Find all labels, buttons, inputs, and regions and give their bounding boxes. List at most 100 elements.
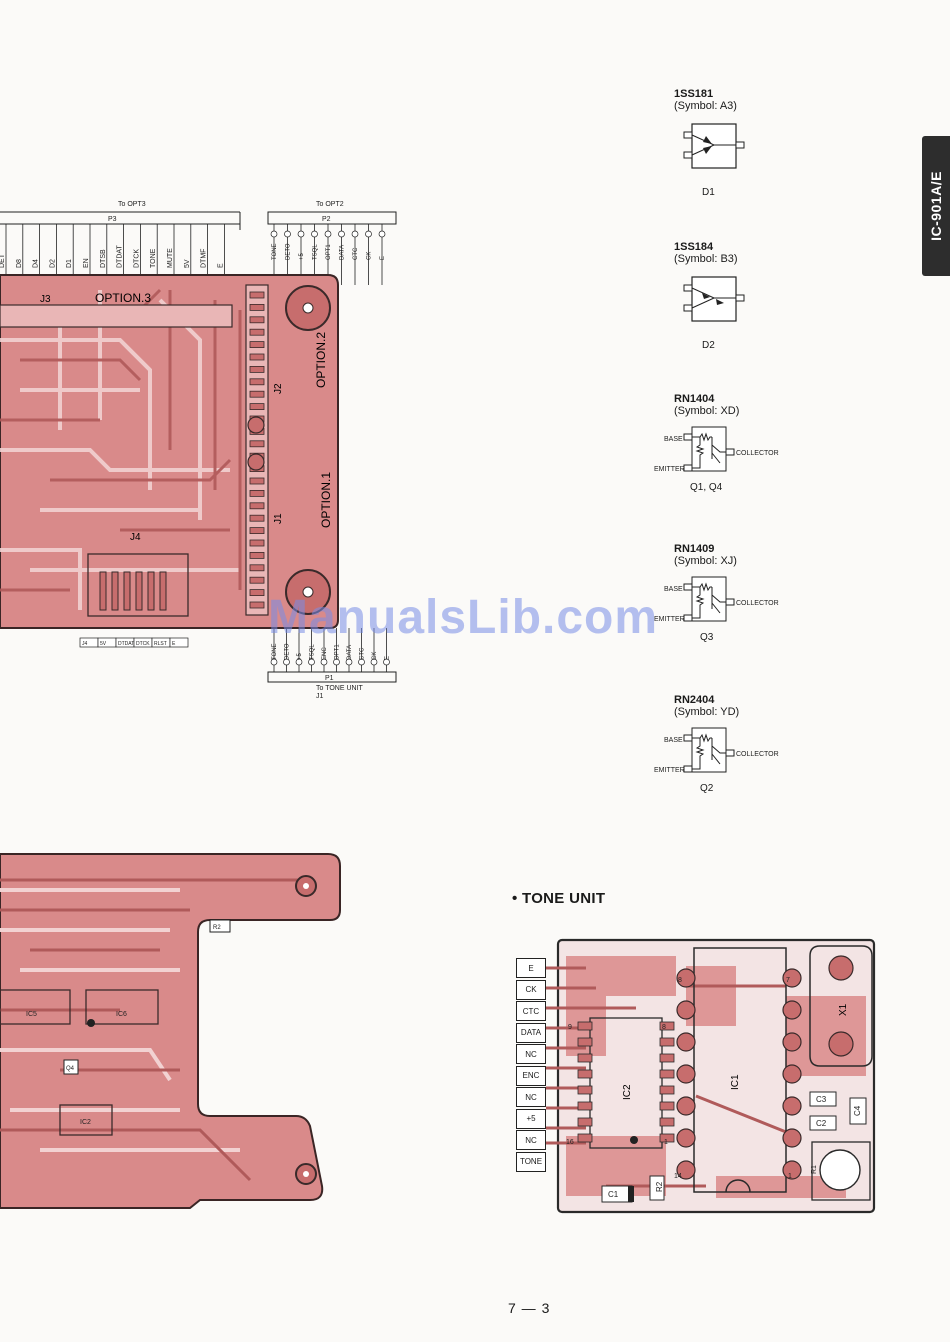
x1-label: X1 bbox=[838, 1003, 849, 1016]
ic2-pin8: 8 bbox=[662, 1024, 666, 1031]
tone-pin-label: DATA bbox=[516, 1022, 546, 1043]
j4-pin-label: J4 bbox=[82, 641, 88, 647]
p3-pin-label: D2 bbox=[49, 259, 56, 268]
main-board bbox=[0, 853, 341, 1209]
j4-pin-label: DTCK bbox=[136, 641, 150, 647]
p1-pin-label: OPT1 bbox=[335, 644, 341, 660]
p3-to-label: To OPT3 bbox=[118, 201, 146, 208]
c4-label: C4 bbox=[853, 1105, 862, 1116]
ic1-pin14: 14 bbox=[674, 1173, 682, 1180]
part-name: 1SS184 bbox=[674, 241, 714, 253]
base-label: BASE bbox=[664, 436, 683, 443]
main-pcb-diagram: IC5 IC6 IC2 Q4 R2 bbox=[0, 853, 341, 1209]
tone-pin-label: +5 bbox=[516, 1108, 546, 1129]
ic2-label: IC2 bbox=[80, 1119, 91, 1126]
p2-pin-label: TONE bbox=[272, 243, 278, 260]
p2-to-label: To OPT2 bbox=[316, 201, 344, 208]
tone-pin-label: NC bbox=[516, 1044, 546, 1064]
part-symbol: (Symbol: XD) bbox=[674, 405, 740, 417]
ref-q3: Q3 bbox=[700, 632, 714, 643]
p2-pin-label: DATA bbox=[340, 245, 346, 260]
part-name: RN1409 bbox=[674, 543, 715, 555]
p1-pin-label: ENC bbox=[322, 647, 328, 660]
transistor-icon: BASE EMITTER COLLECTOR bbox=[654, 426, 779, 473]
p2-pin-label: OPT1 bbox=[326, 244, 332, 260]
j3-label: J3 bbox=[40, 294, 51, 305]
p2-name: P2 bbox=[322, 216, 331, 223]
p2-pin-label: CK bbox=[367, 252, 373, 260]
emitter-label: EMITTER bbox=[654, 466, 685, 473]
p1-pin-label: DETO bbox=[285, 643, 291, 660]
ic2-pin16: 16 bbox=[566, 1139, 574, 1146]
tone-pin-label: E bbox=[516, 958, 546, 978]
tone-pin-label: CK bbox=[516, 979, 546, 1000]
j4-pin-label: E bbox=[172, 641, 176, 647]
part-name: RN1404 bbox=[674, 393, 715, 405]
transistor-icon: BASE EMITTER COLLECTOR bbox=[654, 576, 779, 623]
p2-pin-label: E bbox=[380, 256, 386, 260]
r2-label: R2 bbox=[655, 1181, 664, 1192]
component-rn1404: RN1404 (Symbol: XD) BASE EMITTER COLLECT… bbox=[650, 393, 820, 493]
part-symbol: (Symbol: A3) bbox=[674, 100, 737, 112]
ref-d2: D2 bbox=[702, 340, 715, 351]
base-label: BASE bbox=[664, 737, 683, 744]
ic5-label: IC5 bbox=[26, 1011, 37, 1018]
watermark: ManualsLib.com bbox=[268, 591, 659, 644]
component-rn2404: RN2404 (Symbol: YD) BASE EMITTER COLLECT… bbox=[650, 694, 820, 794]
part-name: RN2404 bbox=[674, 694, 715, 706]
r1-label: R1 bbox=[811, 1165, 818, 1174]
p3-pin-label: DET bbox=[0, 253, 6, 268]
ic2-pin1: 1 bbox=[664, 1139, 668, 1146]
component-1ss184: 1SS184 (Symbol: B3) D2 bbox=[674, 241, 814, 351]
p3-pin-label: D8 bbox=[16, 259, 23, 268]
ref-q1-q4: Q1, Q4 bbox=[690, 482, 723, 493]
page-number: 7 — 3 bbox=[508, 1300, 551, 1316]
model-label: IC-901A/E bbox=[928, 171, 945, 241]
tone-unit-title: • TONE UNIT bbox=[512, 890, 606, 907]
collector-label: COLLECTOR bbox=[736, 600, 779, 607]
ic6-label: IC6 bbox=[116, 1011, 127, 1018]
p3-pin-label: D4 bbox=[33, 259, 40, 268]
p1-pin-label: +5 bbox=[297, 652, 303, 660]
tone-pin-label: NC bbox=[516, 1087, 546, 1107]
p1-name: P1 bbox=[325, 675, 334, 682]
ic1-pin1: 1 bbox=[788, 1173, 792, 1180]
base-label: BASE bbox=[664, 586, 683, 593]
p3-pin-label: DTSB bbox=[100, 249, 107, 268]
p3-pin-label: 5V bbox=[184, 259, 191, 268]
option3-label: OPTION.3 bbox=[95, 291, 151, 305]
collector-label: COLLECTOR bbox=[736, 751, 779, 758]
p3-pin-label: TONE bbox=[150, 248, 157, 268]
ic1-pin8: 8 bbox=[678, 977, 682, 984]
ref-d1: D1 bbox=[702, 187, 715, 198]
p1-sub-label: J1 bbox=[316, 693, 324, 700]
q4-label: Q4 bbox=[66, 1066, 75, 1072]
option1-label: OPTION.1 bbox=[319, 472, 333, 528]
tone-pin-label: ENC bbox=[516, 1065, 546, 1086]
c1-label: C1 bbox=[608, 1190, 619, 1199]
part-symbol: (Symbol: XJ) bbox=[674, 555, 737, 567]
diode-pair-icon bbox=[683, 123, 745, 169]
j4-pin-label: 5V bbox=[100, 641, 107, 647]
p3-pin-label: DTDAT bbox=[117, 244, 124, 268]
c2-label: C2 bbox=[816, 1119, 827, 1128]
tone-pin-label: NC bbox=[516, 1130, 546, 1150]
ic1-pin7: 7 bbox=[786, 977, 790, 984]
j1-label: J1 bbox=[273, 513, 284, 524]
p2-pin-label: TSQL bbox=[313, 244, 319, 260]
j4-pin-label: DTDAT bbox=[118, 641, 134, 647]
ic1-label: IC1 bbox=[730, 1074, 741, 1090]
diode-series-icon bbox=[683, 276, 745, 322]
tone-unit-pcb: IC1 8 7 14 1 IC2 9 8 16 1 X1 C3 C2 C4 R1… bbox=[546, 938, 876, 1214]
p3-pin-label: MUTE bbox=[167, 248, 174, 268]
tone-pin-label: TONE bbox=[516, 1151, 546, 1172]
r2-label: R2 bbox=[213, 925, 221, 931]
p1-pin-label: E bbox=[385, 656, 391, 660]
model-side-tab: IC-901A/E bbox=[922, 136, 950, 276]
transistor-icon: BASE EMITTER COLLECTOR bbox=[654, 727, 779, 774]
option2-label: OPTION.2 bbox=[314, 332, 328, 388]
p1-to-label: To TONE UNIT bbox=[316, 685, 364, 692]
p2-pin-label: +5 bbox=[299, 252, 305, 260]
